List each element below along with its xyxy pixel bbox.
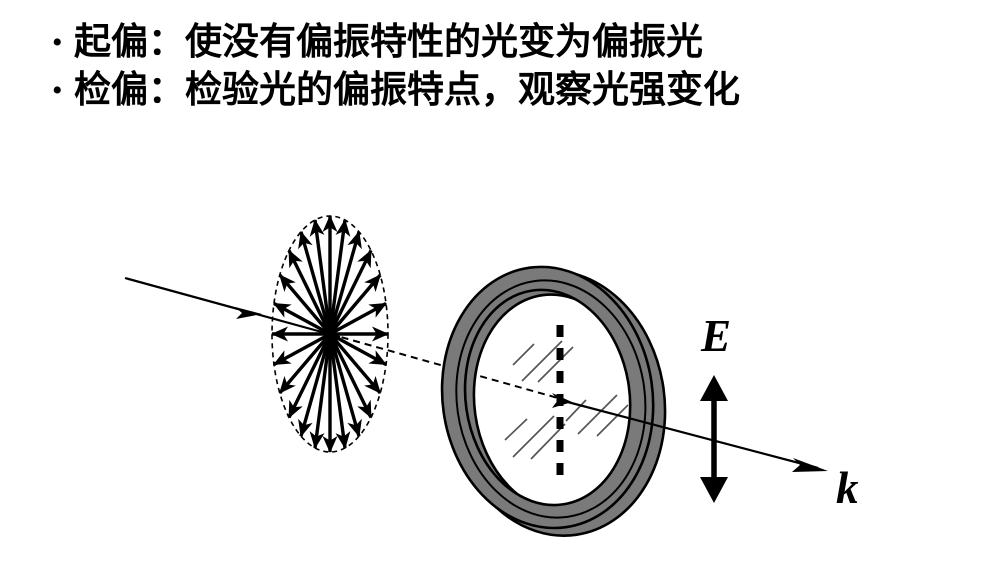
burst-arrow [278,273,332,336]
bullet-list: • 起偏：使没有偏振特性的光变为偏振光 • 检偏：检验光的偏振特点，观察光强变化 [52,22,952,118]
e-field-arrowhead-down-icon [700,477,728,503]
burst-arrow [328,332,382,395]
burst-arrow [273,301,331,336]
center-ray-arrowhead-icon [552,393,572,408]
burst-arrow [328,333,351,449]
bullet-text-analyzing: 检偏：检验光的偏振特点，观察光强变化 [74,70,740,111]
burst-arrow [309,219,332,335]
burst-arrow [328,333,373,419]
polarizer-hatch-marks [504,340,629,460]
burst-arrow [329,301,387,336]
burst-arrow-set [271,215,389,453]
burst-arrow [278,332,332,395]
e-field-arrowhead-up-icon [700,375,728,401]
unpolarized-light-burst [271,215,389,453]
incident-ray-line [124,276,341,339]
exit-ray-arrowhead-icon [792,458,828,472]
burst-arrow [328,333,362,438]
ring-mid-highlight-line [455,279,647,519]
incident-ray-group [124,276,341,339]
label-e-field: E [700,311,731,361]
e-field-arrow-group [700,375,728,503]
burst-arrow [328,273,382,336]
burst-arrow [298,230,332,335]
burst-arrow [328,219,351,335]
burst-arrow [309,333,332,449]
burst-arrow [328,249,373,335]
burst-arrow [329,332,387,367]
label-wave-vector: k [836,463,859,513]
burst-arrow [298,333,332,438]
incident-ray-arrowhead-icon [235,307,262,319]
polarizer-ring [440,265,667,537]
burst-arrow [287,333,332,419]
list-item: • 检偏：检验光的偏振特点，观察光强变化 [52,70,952,118]
bullet-marker-icon: • [52,26,63,59]
burst-arrow [287,249,332,335]
exit-ray-group [552,393,828,472]
ring-rim-front [440,265,655,530]
bullet-text-polarizing: 起偏：使没有偏振特性的光变为偏振光 [74,22,703,63]
bullet-marker-icon: • [52,74,63,107]
burst-arrow [328,230,362,335]
list-item: • 起偏：使没有偏振特性的光变为偏振光 [52,22,952,70]
burst-arrow [273,332,331,367]
exit-ray-line [559,398,819,470]
